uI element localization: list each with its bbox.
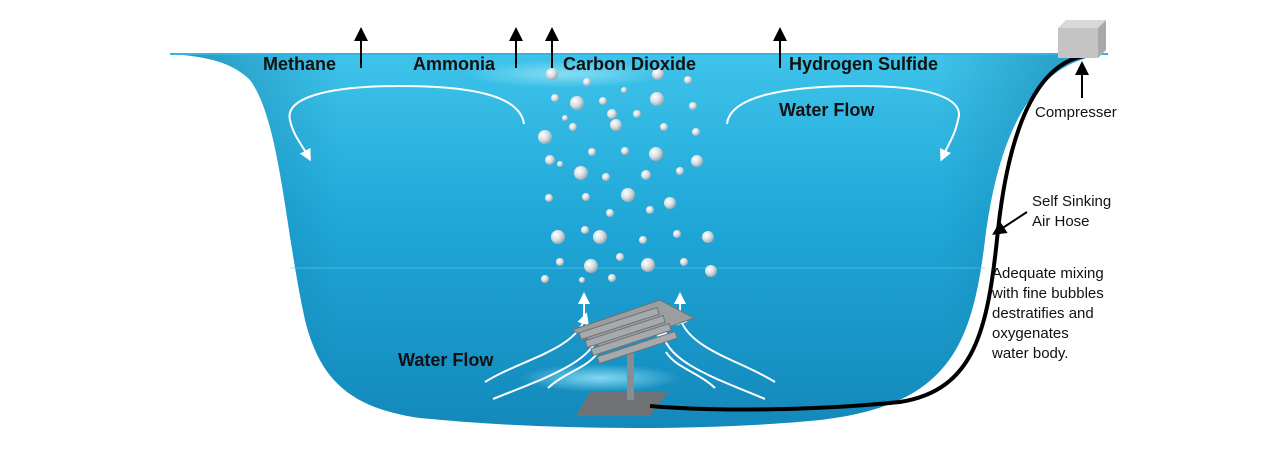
mixing-note: Adequate mixing with fine bubbles destra… (992, 264, 1104, 364)
mixing-note-line-4: oxygenates (992, 325, 1069, 342)
right-circulation-arrow (726, 84, 960, 162)
gas-label-methane: Methane (263, 54, 337, 74)
air-bubble (664, 197, 676, 209)
water-flow-label-top: Water Flow (779, 100, 875, 120)
air-bubble (583, 78, 591, 86)
air-bubble (538, 130, 552, 144)
air-bubble (608, 274, 616, 282)
air-hose-label-line-1: Self Sinking (1032, 193, 1112, 210)
air-bubble (689, 102, 697, 110)
air-bubble (616, 253, 624, 261)
air-bubble (660, 123, 668, 131)
air-bubble (545, 194, 553, 202)
air-bubble (574, 166, 588, 180)
flow-swirl-right (665, 351, 716, 389)
mixing-note-line-2: with fine bubbles (992, 285, 1104, 302)
air-bubble (557, 161, 563, 167)
air-bubble (633, 110, 641, 118)
air-bubble (702, 231, 714, 243)
air-bubble (621, 87, 627, 93)
self-sinking-air-hose (649, 54, 1085, 412)
air-bubble (551, 230, 565, 244)
diffuser-base-plate (576, 392, 668, 416)
air-bubble (541, 275, 549, 283)
air-bubble (650, 92, 664, 106)
diffuser-assembly (570, 299, 696, 416)
gas-label-hydrogen-sulfide: Hydrogen Sulfide (789, 54, 939, 74)
water-flow-label-bottom: Water Flow (398, 350, 494, 370)
air-bubble (582, 193, 590, 201)
air-bubble (606, 209, 614, 217)
water-body-shading (170, 54, 1108, 428)
compressor-label: Compresser (1035, 104, 1117, 121)
air-hose-label: Self Sinking Air Hose (1032, 192, 1111, 232)
air-bubble (676, 167, 684, 175)
air-bubble (680, 258, 688, 266)
mixing-note-line-3: destratifies and (992, 305, 1094, 322)
air-bubble (621, 188, 635, 202)
gas-label-carbon-dioxide: Carbon Dioxide (563, 54, 697, 74)
air-hose-label-line-2: Air Hose (1032, 213, 1090, 230)
gas-label-ammonia: Ammonia (413, 54, 496, 74)
bubble-plume (538, 68, 717, 283)
air-bubble (579, 277, 585, 283)
air-bubble (556, 258, 564, 266)
air-bubble (584, 259, 598, 273)
air-bubble (641, 258, 655, 272)
air-bubble (705, 265, 717, 277)
diffuser-tubes (578, 306, 678, 365)
left-circulation-arrow (288, 84, 525, 162)
air-bubble (621, 147, 629, 155)
air-bubble (546, 68, 558, 80)
diffuser-stand (627, 350, 634, 400)
air-bubble (639, 236, 647, 244)
air-bubble (649, 147, 663, 161)
air-bubble (692, 128, 700, 136)
air-bubble (641, 170, 651, 180)
air-bubble (570, 96, 584, 110)
air-bubble (545, 155, 555, 165)
flow-swirl-left (547, 351, 599, 389)
air-bubble (551, 94, 559, 102)
air-hose-pointer-arrow (992, 211, 1028, 235)
air-bubble (652, 68, 664, 80)
air-bubble (602, 173, 610, 181)
air-bubble (646, 206, 654, 214)
air-bubble (684, 76, 692, 84)
air-bubble (691, 155, 703, 167)
air-bubble (581, 226, 589, 234)
air-bubble (569, 123, 577, 131)
air-bubble (562, 115, 568, 121)
mixing-note-line-5: water body. (992, 345, 1069, 362)
air-bubble (588, 148, 596, 156)
air-bubble (599, 97, 607, 105)
air-bubble (607, 109, 617, 119)
air-bubble (593, 230, 607, 244)
mixing-note-line-1: Adequate mixing (992, 265, 1104, 282)
compressor-box (1058, 20, 1106, 58)
air-bubble (673, 230, 681, 238)
bottom-right-outer-flow-arrow (676, 312, 776, 383)
air-bubble (610, 119, 622, 131)
